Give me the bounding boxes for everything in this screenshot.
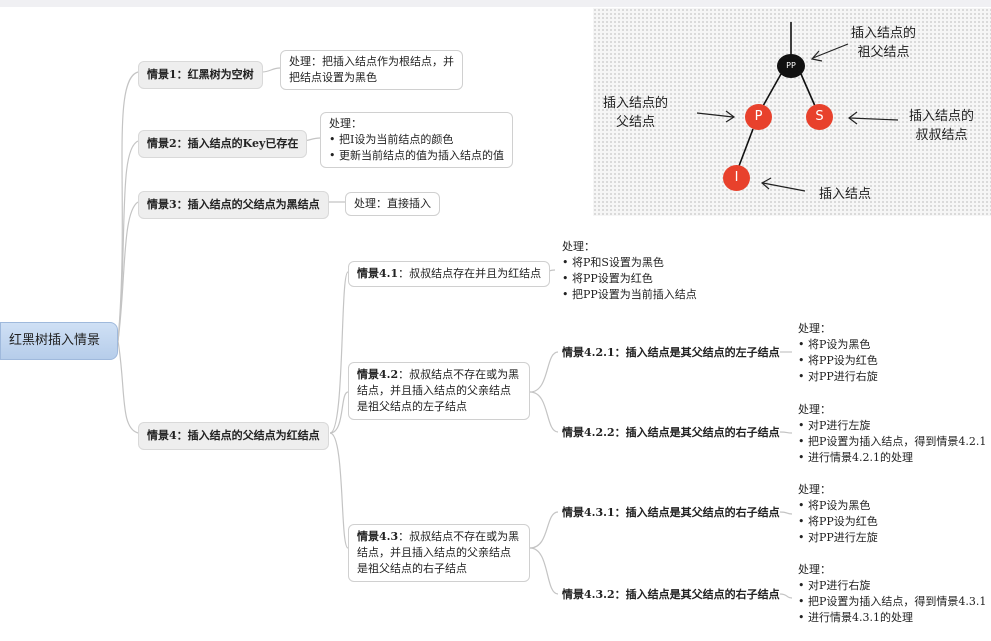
- case421-title: 情景4.2.1：插入结点是其父结点的左子结点: [562, 346, 780, 359]
- case42-title-bold: 情景4.2: [357, 368, 399, 381]
- case41-node[interactable]: 情景4.1：叔叔结点存在并且为红结点: [348, 261, 551, 287]
- case422-detail[interactable]: 处理： • 对P进行左旋 • 把P设置为插入结点，得到情景4.2.1 • 进行情…: [794, 401, 990, 467]
- connector-root-case1: [117, 71, 139, 342]
- tree-node-i-label: I: [734, 170, 739, 185]
- root-node[interactable]: 红黑树插入情景: [0, 322, 118, 360]
- case3-node[interactable]: 情景3：插入结点的父结点为黑结点: [138, 191, 329, 219]
- case432-node[interactable]: 情景4.3.2：插入结点是其父结点的右子结点: [558, 586, 784, 604]
- connector-root-case3: [117, 201, 139, 342]
- label-uncle: 插入结点的 叔叔结点: [909, 107, 974, 145]
- tree-node-i: I: [723, 165, 750, 191]
- case422-detail-line: • 进行情景4.2.1的处理: [798, 451, 913, 464]
- case3-detail[interactable]: 处理：直接插入: [345, 192, 440, 216]
- case4-node[interactable]: 情景4：插入结点的父结点为红结点: [138, 422, 329, 450]
- case421-detail-line: 处理：: [798, 322, 831, 335]
- connector-c42-c421: [529, 351, 559, 393]
- case41-detail-line: • 把PP设置为当前插入结点: [562, 288, 697, 301]
- connector-c42-c422: [529, 391, 559, 433]
- case422-detail-line: 处理：: [798, 403, 831, 416]
- case432-detail-line: 处理：: [798, 563, 831, 576]
- connector-c43-c431: [529, 511, 559, 549]
- root-label: 红黑树插入情景: [9, 333, 101, 348]
- label-uncle-line: 插入结点的: [909, 109, 975, 124]
- label-uncle-line: 叔叔结点: [915, 128, 968, 143]
- case432-detail-line: • 把P设置为插入结点，得到情景4.3.1: [798, 595, 987, 608]
- case3-detail-line: 处理：直接插入: [354, 197, 431, 210]
- case421-detail-line: • 将PP设为红色: [798, 354, 878, 367]
- connector-case4-c41: [329, 271, 349, 434]
- case421-detail-line: • 对PP进行右旋: [798, 370, 878, 383]
- case41-detail-line: • 将PP设置为红色: [562, 272, 653, 285]
- label-inserted: 插入结点: [819, 185, 871, 204]
- case43-node[interactable]: 情景4.3：叔叔结点不存在或为黑结点，并且插入结点的父亲结点是祖父结点的右子结点: [348, 524, 530, 582]
- label-inserted-line: 插入结点: [819, 187, 872, 202]
- tree-illustration: PP P S I 插入结点的 祖父结点 插入结点的 父结点 插入结点的 叔叔结点…: [593, 8, 991, 216]
- case432-detail-line: • 对P进行右旋: [798, 579, 871, 592]
- case431-detail-line: • 将PP设为红色: [798, 515, 878, 528]
- case431-node[interactable]: 情景4.3.1：插入结点是其父结点的右子结点: [558, 504, 784, 522]
- tree-node-s: S: [806, 104, 833, 130]
- tree-edges: [696, 22, 899, 192]
- case41-detail[interactable]: 处理： • 将P和S设置为黑色 • 将PP设置为红色 • 把PP设置为当前插入结…: [558, 238, 701, 304]
- case1-detail-line: 把结点设置为黑色: [289, 71, 377, 84]
- case41-detail-line: 处理：: [562, 240, 595, 253]
- connector-c43-c432: [529, 547, 559, 595]
- label-parent-line: 插入结点的: [603, 96, 669, 111]
- case432-detail[interactable]: 处理： • 对P进行右旋 • 把P设置为插入结点，得到情景4.3.1 • 进行情…: [794, 561, 990, 627]
- case422-title: 情景4.2.2：插入结点是其父结点的右子结点: [562, 426, 780, 439]
- case43-title-rest: ：叔叔结点不存在或为黑结点，并且插入结点的父亲结点是祖父结点的右子结点: [357, 530, 520, 575]
- case2-detail-line: • 把I设为当前结点的颜色: [329, 133, 454, 146]
- label-parent-line: 父结点: [616, 115, 656, 130]
- case41-detail-line: • 将P和S设置为黑色: [562, 256, 664, 269]
- case42-node[interactable]: 情景4.2：叔叔结点不存在或为黑结点，并且插入结点的父亲结点是祖父结点的左子结点: [348, 362, 530, 420]
- connector-root-case4: [117, 340, 139, 434]
- case422-detail-line: • 对P进行左旋: [798, 419, 871, 432]
- connector-case1-detail: [261, 67, 281, 73]
- case42-title-rest: ：叔叔结点不存在或为黑结点，并且插入结点的父亲结点是祖父结点的左子结点: [357, 368, 520, 413]
- case431-title: 情景4.3.1：插入结点是其父结点的右子结点: [562, 506, 780, 519]
- case421-detail[interactable]: 处理： • 将P设为黑色 • 将PP设为红色 • 对PP进行右旋: [794, 320, 882, 386]
- case1-detail-line: 处理：把插入结点作为根结点，并: [289, 55, 454, 68]
- case1-title: 情景1：红黑树为空树: [147, 68, 254, 81]
- label-grandparent-line: 祖父结点: [857, 45, 910, 60]
- case4-title: 情景4：插入结点的父结点为红结点: [147, 429, 320, 442]
- case1-node[interactable]: 情景1：红黑树为空树: [138, 61, 263, 89]
- case3-title: 情景3：插入结点的父结点为黑结点: [147, 198, 320, 211]
- case421-detail-line: • 将P设为黑色: [798, 338, 871, 351]
- label-grandparent: 插入结点的 祖父结点: [851, 24, 916, 62]
- case41-title-bold: 情景4.1: [357, 267, 399, 280]
- case432-detail-line: • 进行情景4.3.1的处理: [798, 611, 913, 624]
- case43-title-bold: 情景4.3: [357, 530, 399, 543]
- connector-root-case2: [117, 140, 139, 342]
- case422-node[interactable]: 情景4.2.2：插入结点是其父结点的右子结点: [558, 424, 784, 442]
- top-bar: [0, 0, 991, 7]
- case431-detail[interactable]: 处理： • 将P设为黑色 • 将PP设为红色 • 对PP进行左旋: [794, 481, 882, 547]
- case1-detail[interactable]: 处理：把插入结点作为根结点，并 把结点设置为黑色: [280, 50, 463, 90]
- case2-node[interactable]: 情景2：插入结点的Key已存在: [138, 130, 308, 158]
- tree-node-pp: PP: [777, 54, 805, 78]
- tree-node-p-label: P: [754, 109, 763, 124]
- case421-node[interactable]: 情景4.2.1：插入结点是其父结点的左子结点: [558, 344, 784, 362]
- tree-node-p: P: [745, 104, 772, 130]
- tree-node-pp-label: PP: [786, 61, 796, 70]
- case2-title: 情景2：插入结点的Key已存在: [147, 137, 299, 150]
- case432-title: 情景4.3.2：插入结点是其父结点的右子结点: [562, 588, 780, 601]
- case431-detail-line: • 将P设为黑色: [798, 499, 871, 512]
- case41-title-rest: ：叔叔结点存在并且为红结点: [398, 267, 542, 280]
- case2-detail-line: 处理：: [329, 117, 362, 130]
- case2-detail-line: • 更新当前结点的值为插入结点的值: [329, 149, 504, 162]
- tree-node-s-label: S: [815, 109, 824, 124]
- case422-detail-line: • 把P设置为插入结点，得到情景4.2.1: [798, 435, 987, 448]
- connector-case4-c42: [329, 391, 349, 434]
- label-grandparent-line: 插入结点的: [851, 26, 917, 41]
- case2-detail[interactable]: 处理： • 把I设为当前结点的颜色 • 更新当前结点的值为插入结点的值: [320, 112, 513, 168]
- label-parent: 插入结点的 父结点: [603, 94, 668, 132]
- case431-detail-line: • 对PP进行左旋: [798, 531, 878, 544]
- case431-detail-line: 处理：: [798, 483, 831, 496]
- connector-case4-c43: [329, 432, 349, 549]
